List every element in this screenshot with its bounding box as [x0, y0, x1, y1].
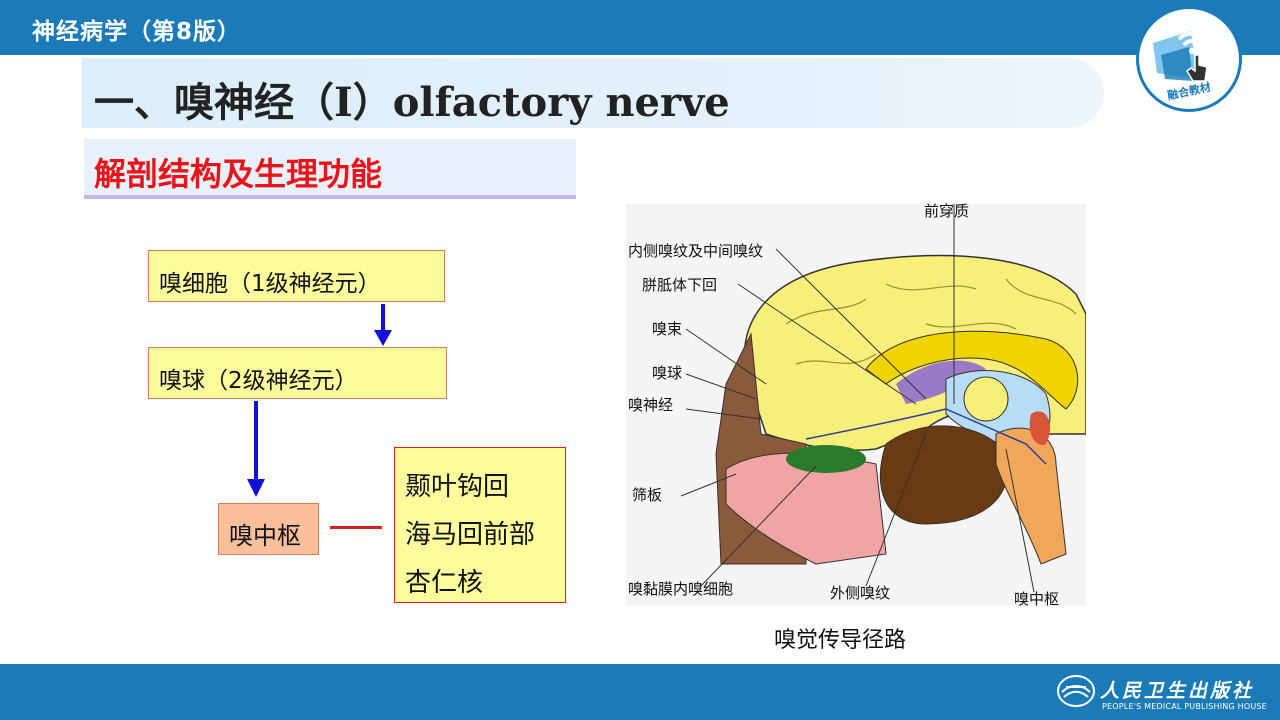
figure-label: 前穿质: [924, 202, 970, 220]
fusion-textbook-badge: 融合教材: [1136, 6, 1242, 112]
publisher-logo-icon: [1057, 675, 1095, 707]
arrow-down-icon: [247, 401, 265, 497]
olfactory-pathway-figure: 前穿质 内侧嗅纹及中间嗅纹 胼胝体下回 嗅束 嗅球 嗅神经 筛板 嗅黏膜内嗅细胞…: [626, 202, 1087, 608]
brain-illustration: [626, 204, 1087, 606]
flow-step-label: 嗅细胞（1级神经元）: [159, 271, 381, 297]
section-heading-box: 解剖结构及生理功能: [84, 139, 576, 199]
figure-label: 嗅黏膜内嗅细胞: [628, 580, 734, 598]
figure-caption: 嗅觉传导径路: [774, 628, 907, 653]
flow-step-olfactory-bulb: 嗅球（2级神经元）: [148, 347, 447, 399]
flow-step-label: 嗅球（2级神经元）: [159, 368, 358, 394]
title-banner: 一、嗅神经（Ⅰ）olfactory nerve: [82, 58, 1104, 128]
figure-label: 嗅束: [652, 320, 683, 338]
publisher-name-en: PEOPLE'S MEDICAL PUBLISHING HOUSE: [1102, 702, 1267, 711]
flow-step-olfactory-cells: 嗅细胞（1级神经元）: [148, 250, 445, 302]
header-bar: 神经病学（第8版）: [0, 0, 1280, 55]
connector-line: [330, 526, 382, 529]
figure-label: 内侧嗅纹及中间嗅纹: [628, 242, 764, 260]
touch-wifi-icon: [1153, 31, 1208, 82]
section-heading: 解剖结构及生理功能: [94, 155, 383, 193]
publisher-name: 人民卫生出版社: [1100, 680, 1255, 702]
arrow-down-icon: [374, 304, 392, 346]
flow-center-label: 嗅中枢: [229, 522, 301, 550]
slide-title: 一、嗅神经（Ⅰ）olfactory nerve: [94, 79, 730, 126]
footer-bar: 人民卫生出版社 PEOPLE'S MEDICAL PUBLISHING HOUS…: [0, 664, 1280, 720]
target-regions-box: 颞叶钩回 海马回前部 杏仁核: [394, 447, 566, 603]
course-title: 神经病学（第8版）: [32, 19, 242, 45]
figure-label: 筛板: [632, 486, 663, 504]
flow-olfactory-center: 嗅中枢: [218, 503, 319, 555]
region-item: 杏仁核: [405, 568, 484, 598]
figure-label: 嗅神经: [628, 396, 674, 414]
figure-label: 胼胝体下回: [642, 276, 718, 294]
figure-label: 嗅球: [652, 364, 683, 382]
region-item: 海马回前部: [405, 520, 536, 550]
figure-label: 外侧嗅纹: [830, 584, 891, 602]
figure-label: 嗅中枢: [1014, 590, 1060, 608]
region-item: 颞叶钩回: [405, 472, 510, 502]
